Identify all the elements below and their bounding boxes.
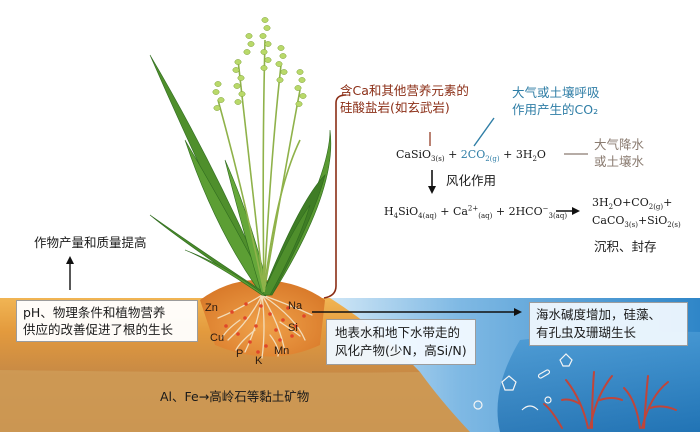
- water-source-line2: 或土壤水: [594, 154, 645, 169]
- reaction1-plus1: +: [448, 148, 458, 161]
- co2-connector: [473, 117, 495, 147]
- reaction1-term-c-tail: O: [536, 148, 546, 161]
- element-k: K: [255, 355, 263, 367]
- crop-yield-label: 作物产量和质量提高: [34, 235, 147, 250]
- coral-reef: [543, 371, 677, 429]
- reaction1-term-c-sub: 2: [532, 155, 537, 164]
- reaction2-term-a-sub: 4: [393, 212, 399, 221]
- products-line1: 3H2O+CO2(g)+: [592, 194, 681, 212]
- co2-source-label: 大气或土壤呼吸 作用产生的CO₂: [512, 84, 600, 118]
- products-l2a: CaCO: [592, 214, 625, 227]
- silicate-rock-line1: 含Ca和其他营养元素的: [340, 83, 469, 98]
- element-na: Na: [288, 300, 303, 312]
- reaction2-term-c: 2HCO: [508, 205, 543, 218]
- reaction1-term-a-sub: 3(s): [431, 155, 445, 164]
- products-l1c: +: [663, 196, 673, 209]
- rock-bracket-top: [335, 94, 347, 104]
- silicate-rock-label: 含Ca和其他营养元素的 硅酸盐岩(如玄武岩): [340, 82, 469, 116]
- grain-ears: [212, 17, 307, 111]
- reaction2-term-b-sup: 2+: [467, 204, 479, 213]
- products-l1a-sub: 2: [608, 203, 614, 212]
- element-p: P: [236, 348, 244, 360]
- element-mn: Mn: [274, 345, 290, 357]
- element-zn: Zn: [205, 302, 218, 314]
- marine-microfossils: [473, 353, 573, 411]
- reaction1-term-b-main: 2CO: [460, 148, 486, 161]
- products-l2b-sub: 2(s): [667, 221, 681, 230]
- reaction1-term-b: 2CO2(g): [460, 148, 500, 164]
- reaction1-term-a: CaSiO: [396, 148, 432, 161]
- reaction2-term-a-tail: SiO: [398, 205, 419, 218]
- co2-source-line1: 大气或土壤呼吸: [512, 85, 600, 100]
- products-l2b: +SiO: [637, 214, 668, 227]
- reaction2-term-c-sub: 3(aq): [548, 212, 568, 221]
- clay-mineral-label: Al、Fe→高岭石等黏土矿物: [160, 389, 310, 404]
- products-equation: 3H2O+CO2(g)+ CaCO3(s)+SiO2(s): [592, 194, 681, 230]
- products-l1b: O+CO: [613, 196, 649, 209]
- water-source-line1: 大气降水: [594, 137, 645, 152]
- products-l1a: 3H: [592, 196, 609, 209]
- weathering-label: 风化作用: [446, 173, 497, 188]
- reaction1-equation: CaSiO3(s) + 2CO2(g) + 3H2O: [396, 147, 546, 164]
- plant-stems: [217, 39, 301, 293]
- runoff-line2: 风化产物(少N，高Si/N): [335, 343, 467, 358]
- precipitation-label: 沉积、封存: [594, 239, 657, 254]
- reaction1-term-c: 3H: [515, 148, 533, 161]
- root-growth-box: pH、物理条件和植物营养 供应的改善促进了根的生长: [16, 300, 198, 342]
- reaction2-term-b-sub: (aq): [478, 212, 493, 221]
- reaction2-plus2: +: [495, 205, 506, 218]
- co2-source-line2: 作用产生的CO₂: [512, 102, 599, 117]
- products-l2a-sub: 3(s): [624, 221, 638, 230]
- reaction2-term-b: Ca: [452, 205, 468, 218]
- ocean-effect-box: 海水碱度增加，硅藻、 有孔虫及珊瑚生长: [529, 302, 688, 346]
- runoff-line1: 地表水和地下水带走的: [335, 325, 461, 340]
- water-source-label: 大气降水 或土壤水: [594, 136, 644, 170]
- root-growth-line2: 供应的改善促进了根的生长: [23, 322, 174, 337]
- reaction2-term-a-sub2: 4(aq): [418, 212, 437, 221]
- runoff-box: 地表水和地下水带走的 风化产物(少N，高Si/N): [326, 319, 476, 365]
- reaction1-plus2: +: [503, 148, 513, 161]
- reaction2-equation: H4SiO4(aq) + Ca2+(aq) + 2HCO−3(aq): [384, 204, 568, 221]
- plant-leaves: [149, 54, 332, 297]
- products-line2: CaCO3(s)+SiO2(s): [592, 212, 681, 230]
- reaction2-term-a: H: [384, 205, 394, 218]
- element-cu: Cu: [210, 332, 225, 344]
- ocean-effect-line1: 海水碱度增加，硅藻、: [536, 307, 662, 322]
- reaction2-term-c-sup: −: [542, 204, 549, 213]
- reaction2-plus1: +: [440, 205, 450, 218]
- products-l1b-sub: 2(g): [648, 203, 664, 212]
- reaction1-term-b-sub: 2(g): [485, 155, 500, 164]
- root-particles: [224, 302, 306, 354]
- element-si: Si: [288, 322, 298, 334]
- ocean-effect-line2: 有孔虫及珊瑚生长: [536, 325, 637, 340]
- ocean-deep: [497, 331, 700, 432]
- rock-bracket: [323, 103, 337, 299]
- silicate-rock-line2: 硅酸盐岩(如玄武岩): [340, 100, 450, 115]
- root-growth-line1: pH、物理条件和植物营养: [23, 305, 166, 320]
